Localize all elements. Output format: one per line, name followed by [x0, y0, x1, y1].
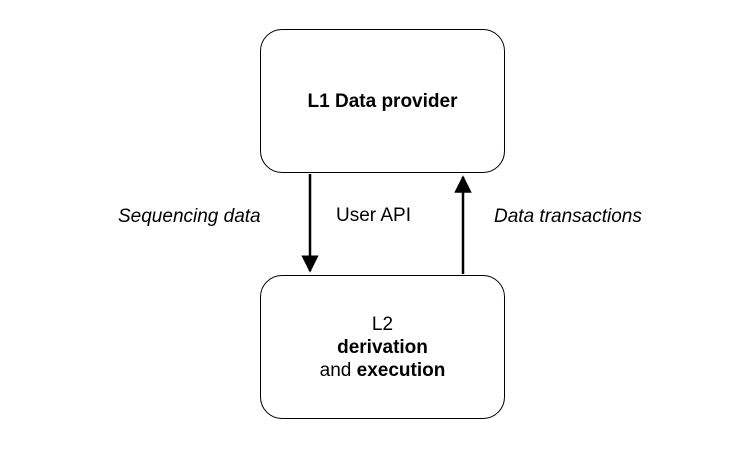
l2-node-line3-bold: execution [356, 359, 446, 381]
l2-node-line2: derivation [337, 336, 428, 358]
sequencing-data-label: Sequencing data [118, 206, 261, 227]
l1-node-title: L1 Data provider [307, 90, 458, 112]
l1-data-provider-node: L1 Data provider [260, 29, 505, 173]
data-transactions-label: Data transactions [494, 206, 642, 227]
l2-node-line1: L2 [371, 313, 394, 335]
l2-node-line3: and execution [320, 359, 446, 382]
l2-node-line3-prefix: and [319, 359, 357, 381]
user-api-label: User API [336, 205, 411, 226]
l2-derivation-execution-node: L2 derivation and execution [260, 275, 505, 419]
